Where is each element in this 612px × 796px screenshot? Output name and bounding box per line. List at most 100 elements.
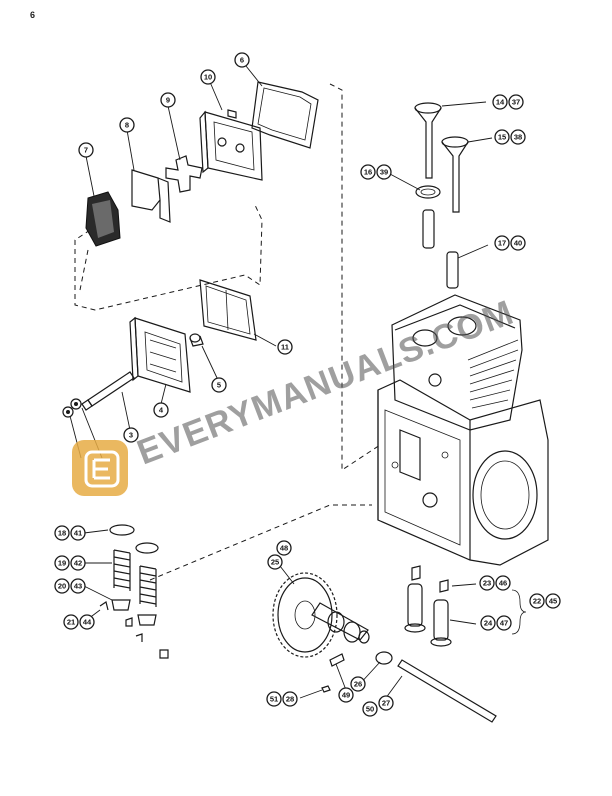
- svg-text:43: 43: [74, 582, 82, 591]
- svg-text:37: 37: [512, 98, 520, 107]
- part-intake-valve-14: [414, 102, 442, 179]
- svg-text:45: 45: [549, 597, 557, 606]
- svg-text:44: 44: [83, 618, 92, 627]
- callout-5: 5: [211, 377, 227, 393]
- svg-text:26: 26: [354, 680, 362, 689]
- callout-24: 24: [480, 615, 496, 631]
- callout-17: 17: [494, 235, 510, 251]
- svg-text:27: 27: [382, 699, 390, 708]
- part-cam-gear-25: [272, 572, 338, 658]
- svg-text:17: 17: [498, 239, 506, 248]
- callout-28: 28: [282, 691, 298, 707]
- callout-27: 27: [378, 695, 394, 711]
- part-side-cover-4: [129, 316, 191, 393]
- callout-47: 47: [496, 615, 512, 631]
- part-exhaust-valve-15: [441, 136, 469, 213]
- callout-37: 37: [508, 94, 524, 110]
- svg-text:5: 5: [217, 381, 221, 390]
- callout-22: 22: [529, 593, 545, 609]
- svg-text:7: 7: [84, 146, 88, 155]
- callout-23: 23: [479, 575, 495, 591]
- part-valve-guide: [422, 209, 435, 249]
- part-gasket-6: [251, 81, 319, 149]
- callout-14: 14: [492, 94, 508, 110]
- callout-6: 6: [234, 52, 250, 68]
- callout-10: 10: [200, 69, 216, 85]
- part-cam-pin-49: [329, 653, 345, 667]
- callout-8: 8: [119, 117, 135, 133]
- svg-text:18: 18: [58, 529, 66, 538]
- callout-18: 18: [54, 525, 70, 541]
- callout-51: 51: [266, 691, 282, 707]
- part-valve-guide-17: [446, 251, 459, 289]
- callout-50: 50: [362, 701, 378, 717]
- callout-48: 48: [276, 540, 292, 556]
- part-cylinder-block: [377, 294, 549, 566]
- svg-text:19: 19: [58, 559, 66, 568]
- part-rocker-shaft-3: [81, 371, 135, 411]
- callout-49: 49: [338, 687, 354, 703]
- svg-text:6: 6: [240, 56, 244, 65]
- svg-text:23: 23: [483, 579, 491, 588]
- svg-text:14: 14: [496, 98, 505, 107]
- svg-text:50: 50: [366, 705, 374, 714]
- part-nuts-1-2: [62, 398, 82, 418]
- callout-15: 15: [494, 129, 510, 145]
- part-spring-retainer-18: [109, 524, 159, 554]
- callout-39: 39: [376, 164, 392, 180]
- part-breather-element-7: [85, 191, 121, 247]
- callout-16: 16: [360, 164, 376, 180]
- callout-38: 38: [510, 129, 526, 145]
- part-valve-seat-16: [415, 185, 441, 199]
- svg-text:8: 8: [125, 121, 129, 130]
- callout-4: 4: [153, 402, 169, 418]
- svg-text:40: 40: [514, 239, 522, 248]
- svg-text:11: 11: [281, 343, 289, 352]
- svg-text:20: 20: [58, 582, 66, 591]
- svg-text:25: 25: [271, 558, 279, 567]
- svg-text:24: 24: [484, 619, 493, 628]
- part-gasket-11: [199, 279, 257, 341]
- callout-19: 19: [54, 555, 70, 571]
- bracket-22: [511, 589, 527, 635]
- callout-41: 41: [70, 525, 86, 541]
- part-valve-keys-21: [99, 601, 169, 659]
- svg-text:38: 38: [514, 133, 522, 142]
- svg-text:42: 42: [74, 559, 82, 568]
- svg-text:22: 22: [533, 597, 541, 606]
- svg-text:28: 28: [286, 695, 294, 704]
- part-cross-plate-9: [165, 155, 203, 193]
- svg-text:51: 51: [270, 695, 278, 704]
- callout-44: 44: [79, 614, 95, 630]
- part-spring-cap-20: [111, 599, 157, 626]
- svg-text:21: 21: [67, 618, 75, 627]
- svg-text:16: 16: [364, 168, 372, 177]
- callout-11: 11: [277, 339, 293, 355]
- svg-text:15: 15: [498, 133, 506, 142]
- callout-26: 26: [350, 676, 366, 692]
- leader-lines: [69, 65, 493, 707]
- callout-7: 7: [78, 142, 94, 158]
- part-tappet-23: [411, 565, 449, 593]
- callout-45: 45: [545, 593, 561, 609]
- svg-text:41: 41: [74, 529, 82, 538]
- callout-25: 25: [267, 554, 283, 570]
- callout-40: 40: [510, 235, 526, 251]
- part-tappet-24: [404, 583, 452, 647]
- part-shaft-27: [397, 659, 497, 723]
- callout-20: 20: [54, 578, 70, 594]
- page-number: 6: [30, 10, 36, 20]
- svg-text:3: 3: [129, 431, 133, 440]
- callout-3: 3: [123, 427, 139, 443]
- part-valve-spring-19: [113, 549, 157, 607]
- svg-text:39: 39: [380, 168, 388, 177]
- part-bushing-5: [189, 333, 204, 347]
- svg-text:46: 46: [499, 579, 507, 588]
- callout-43: 43: [70, 578, 86, 594]
- part-bracket-8: [131, 169, 171, 223]
- part-key-28: [321, 685, 331, 693]
- part-rocker-cover-10: [199, 109, 263, 181]
- svg-text:10: 10: [204, 73, 212, 82]
- svg-text:48: 48: [280, 544, 288, 553]
